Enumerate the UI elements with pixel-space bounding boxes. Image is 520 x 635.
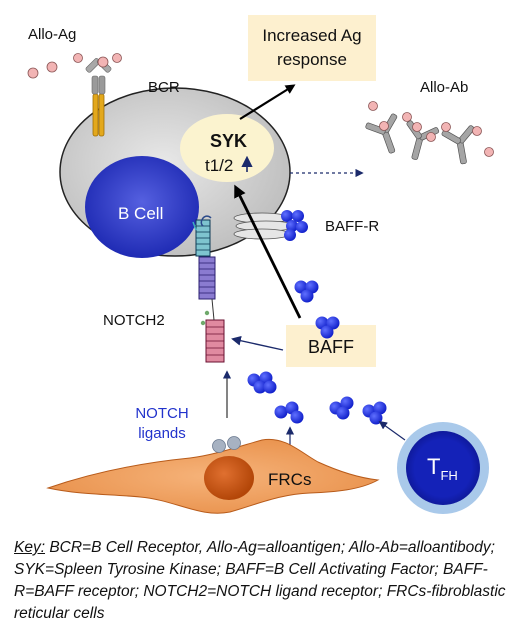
baff-to-syk-arrow [234, 184, 302, 319]
b-cell-nucleus [85, 156, 199, 258]
notch2-receptor [192, 215, 225, 363]
baff-r-receptor [233, 210, 308, 241]
allo-ab-antigens [368, 101, 494, 157]
t-half-label: t1/2 [205, 156, 233, 175]
baff-r-label: BAFF-R [325, 218, 379, 235]
key-text: BCR=B Cell Receptor, Allo-Ag=alloantigen… [14, 539, 506, 622]
allo-antigen [97, 56, 109, 68]
key-legend: Key: BCR=B Cell Receptor, Allo-Ag=alloan… [14, 537, 510, 625]
notch2-label: NOTCH2 [103, 312, 165, 329]
notch-ligands-line2: ligands [138, 425, 186, 442]
b-cell-label: B Cell [118, 204, 163, 223]
bcr-receptor [73, 53, 122, 137]
allo-ag-label: Allo-Ag [28, 26, 76, 43]
baff-trimer [247, 371, 277, 394]
notch-ligands-line1: NOTCH [135, 405, 188, 422]
tfh-label: TFH [427, 454, 458, 483]
tfh-to-baff-arrow [378, 421, 406, 441]
baff-label: BAFF [308, 337, 354, 357]
frcs-label: FRCs [268, 470, 311, 489]
baff-trimer [315, 316, 340, 339]
notch-ligand [212, 439, 226, 453]
syk-to-response-arrow [239, 84, 296, 120]
syk-label: SYK [210, 131, 247, 151]
baff-trimer [294, 280, 319, 303]
increased-ag-box [248, 15, 376, 81]
baff-trimer [329, 396, 354, 420]
baff-trimer [274, 401, 304, 424]
antigen-bound [112, 53, 122, 63]
allo-antigen [27, 67, 39, 79]
bcr-label: BCR [148, 79, 180, 96]
key-heading: Key: [14, 539, 46, 556]
tfh-core [406, 431, 480, 505]
allo-antigen [46, 61, 58, 73]
increased-ag-line2: response [277, 50, 347, 69]
baff-trimer [362, 401, 387, 425]
allo-ab-label: Allo-Ab [420, 79, 468, 96]
frc-nucleus [204, 456, 254, 500]
antigen-bound [73, 53, 83, 63]
allo-antibodies [365, 113, 475, 165]
notch-ligand [227, 436, 241, 450]
increased-ag-line1: Increased Ag [262, 26, 361, 45]
baff-to-notch-arrow [231, 335, 284, 351]
